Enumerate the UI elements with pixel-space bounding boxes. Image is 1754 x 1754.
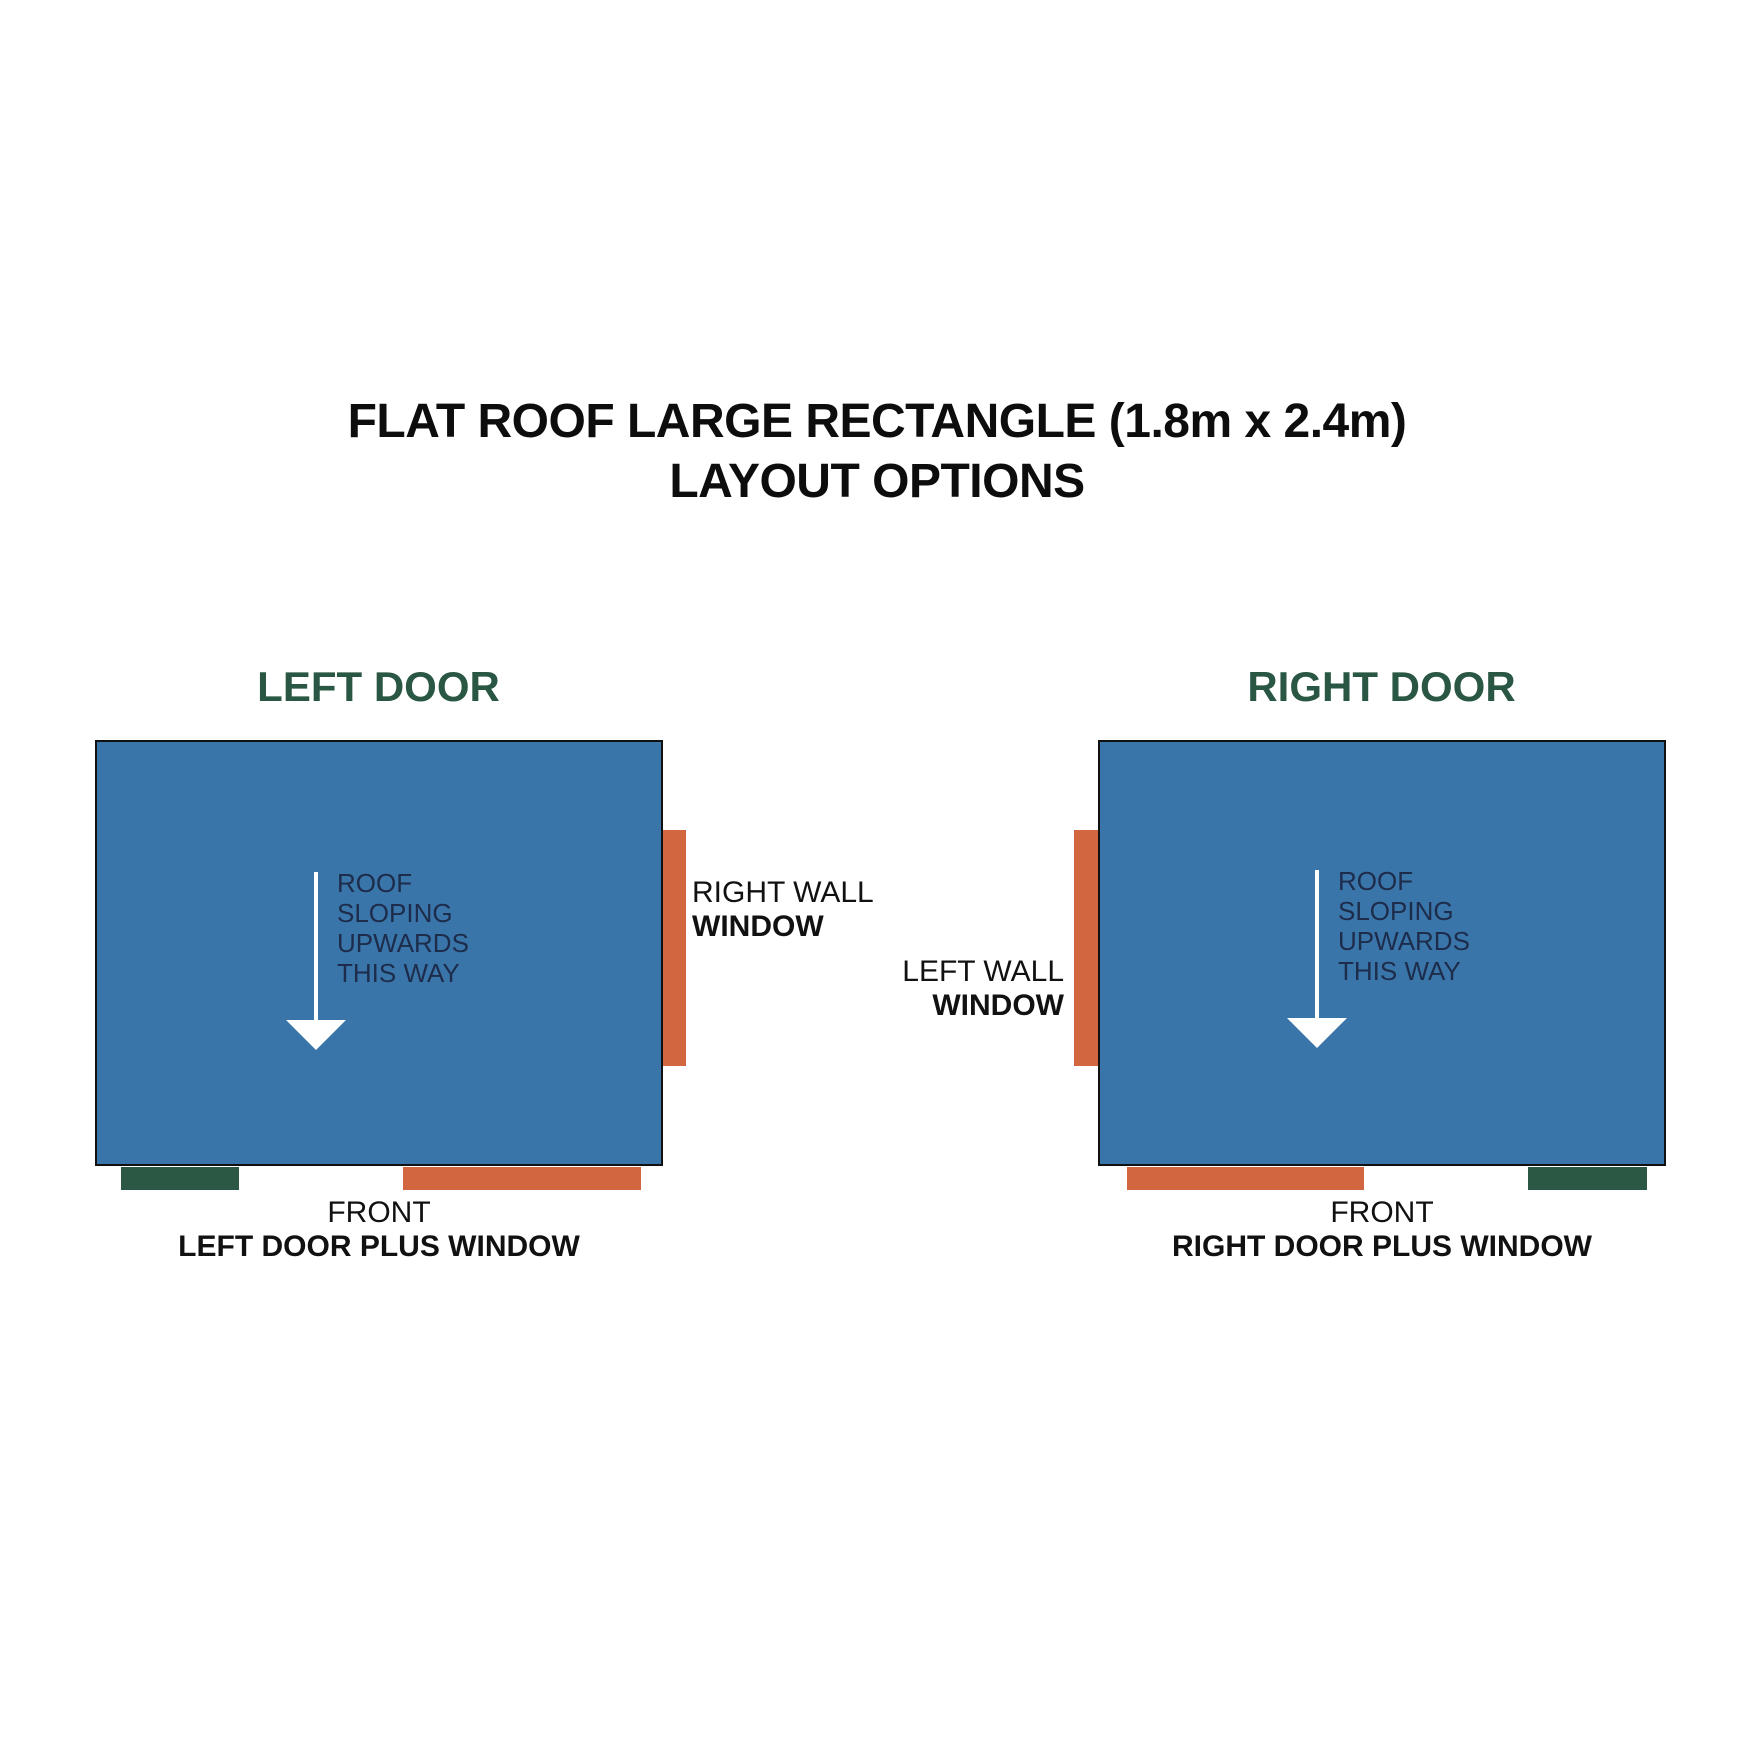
page-title-line-1: FLAT ROOF LARGE RECTANGLE (1.8m x 2.4m) bbox=[347, 395, 1407, 448]
front-door bbox=[1528, 1167, 1647, 1190]
front-label-bold: LEFT DOOR PLUS WINDOW bbox=[178, 1230, 580, 1263]
page-title-line-2: LAYOUT OPTIONS bbox=[669, 455, 1085, 508]
left-wall-window bbox=[1074, 830, 1098, 1066]
wall-label-bold: WINDOW bbox=[932, 989, 1064, 1022]
roof-note-line: ROOF bbox=[1338, 866, 1414, 896]
slope-arrow-down-icon bbox=[1287, 1018, 1347, 1048]
wall-label-light: LEFT WALL bbox=[902, 955, 1064, 988]
front-window bbox=[403, 1167, 641, 1190]
floor-plan bbox=[1098, 740, 1666, 1166]
slope-arrow-down-icon bbox=[286, 1020, 346, 1050]
layout-heading-left-door: LEFT DOOR bbox=[257, 663, 500, 710]
layout-heading-right-door: RIGHT DOOR bbox=[1247, 663, 1516, 710]
roof-slope-note: ROOF SLOPING UPWARDS THIS WAY bbox=[1338, 866, 1470, 986]
roof-note-line: SLOPING bbox=[1338, 896, 1454, 926]
roof-slope-note: ROOF SLOPING UPWARDS THIS WAY bbox=[337, 868, 469, 988]
front-label-bold: RIGHT DOOR PLUS WINDOW bbox=[1172, 1230, 1592, 1263]
roof-note-line: UPWARDS bbox=[337, 928, 469, 958]
wall-label-bold: WINDOW bbox=[692, 910, 824, 943]
right-wall-window-label: RIGHT WALL WINDOW bbox=[692, 876, 874, 944]
right-wall-window bbox=[663, 830, 686, 1066]
left-wall-window-label: LEFT WALL WINDOW bbox=[900, 955, 1064, 1023]
floor-plan bbox=[95, 740, 663, 1166]
front-label: FRONT RIGHT DOOR PLUS WINDOW bbox=[1098, 1196, 1666, 1264]
roof-note-line: THIS WAY bbox=[337, 958, 460, 988]
slope-arrow-shaft bbox=[314, 872, 318, 1022]
roof-note-line: SLOPING bbox=[337, 898, 453, 928]
front-door bbox=[121, 1167, 239, 1190]
front-label-light: FRONT bbox=[327, 1196, 431, 1229]
front-label: FRONT LEFT DOOR PLUS WINDOW bbox=[95, 1196, 663, 1264]
roof-note-line: UPWARDS bbox=[1338, 926, 1470, 956]
slope-arrow-shaft bbox=[1315, 870, 1319, 1020]
wall-label-light: RIGHT WALL bbox=[692, 876, 874, 909]
front-window bbox=[1127, 1167, 1364, 1190]
front-label-light: FRONT bbox=[1330, 1196, 1434, 1229]
roof-note-line: THIS WAY bbox=[1338, 956, 1461, 986]
roof-note-line: ROOF bbox=[337, 868, 413, 898]
